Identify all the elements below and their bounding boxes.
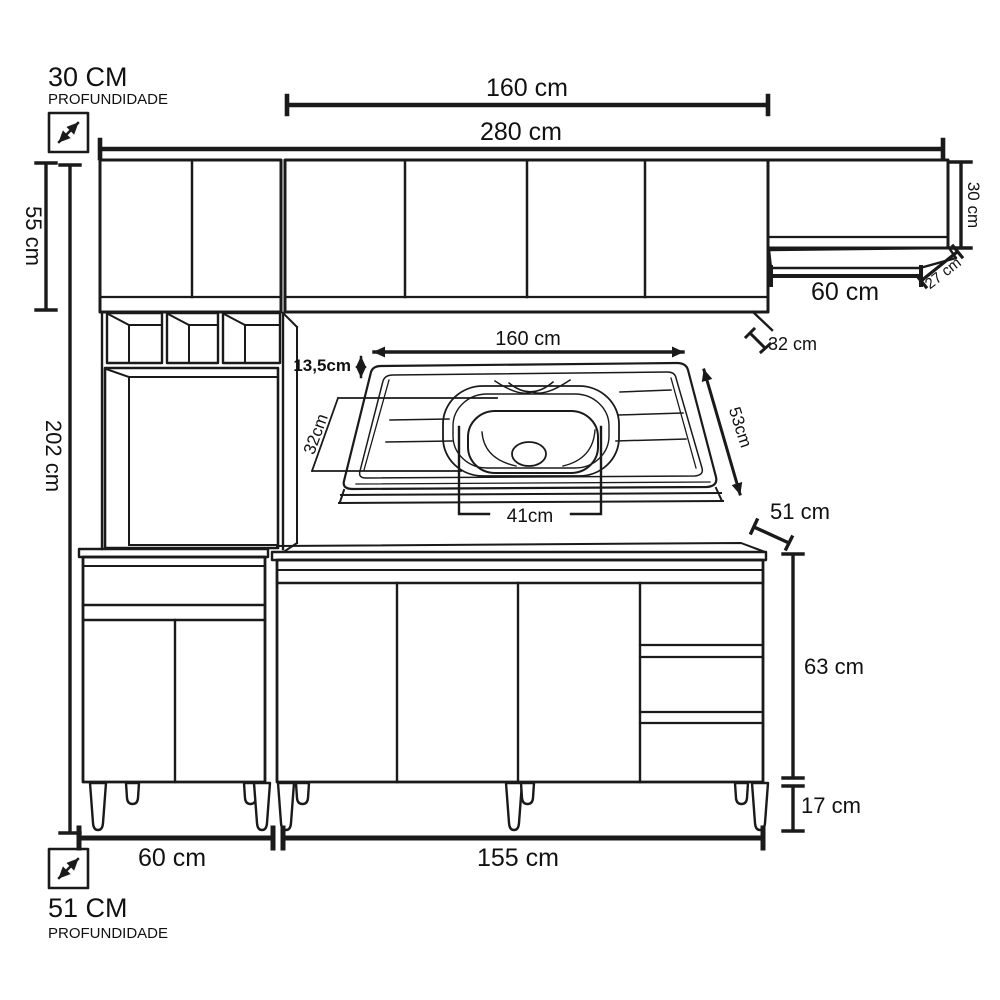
top-depth-value: 30 CM	[48, 62, 128, 92]
drainboard-grooves	[385, 389, 687, 443]
dim-left-base-width: 60 cm	[76, 825, 276, 872]
cabinet-leg	[504, 781, 524, 832]
left-base-drawer-lines	[81, 603, 267, 622]
dim-upper-height-label: 55 cm	[21, 206, 46, 266]
sink-ledge-label: 13,5cm	[293, 356, 351, 375]
top-depth-callout: 30 CM PROFUNDIDADE	[47, 62, 168, 154]
sink-detail-drawing: 160 cm 13,5cm 32cm 53cm 41cm	[293, 328, 755, 527]
dim-counter-depth-label: 51 cm	[770, 499, 830, 524]
cabinet-leg	[519, 781, 536, 806]
base-cabinet-sink	[270, 542, 770, 832]
open-cubby	[165, 311, 220, 365]
dim-sink-base-width: 155 cm	[280, 825, 766, 872]
cabinet-leg	[733, 781, 750, 806]
corner-wall-cabinet	[766, 158, 958, 270]
dim-corner-height-label: 30 cm	[964, 182, 983, 228]
cabinet-leg	[124, 781, 141, 806]
cabinet-leg	[276, 781, 296, 832]
dim-leg-height: 17 cm	[781, 784, 861, 833]
tall-cabinet-upper-section	[98, 158, 283, 314]
faucet-deck-mark	[493, 378, 572, 394]
bowl-width-bracket	[457, 425, 603, 516]
dim-base-height-label: 63 cm	[804, 654, 864, 679]
open-cubby	[105, 311, 164, 365]
sink-countertop-back-edge	[275, 542, 767, 554]
dim-corner-depth: 27 cm	[914, 243, 965, 293]
cabinet-leg	[88, 781, 108, 832]
dim-upper-height: 55 cm	[21, 161, 58, 312]
dim-sink-base-width-label: 155 cm	[477, 844, 559, 872]
tall-cabinet-middle-section	[100, 311, 299, 553]
sink-depth-arrow	[701, 368, 743, 496]
wall-run-door-divisions	[403, 158, 647, 299]
sink-bowl-outer-rim	[442, 385, 620, 477]
bottom-depth-callout: 51 CM PROFUNDIDADE	[47, 847, 168, 942]
depth-arrow-icon	[47, 847, 90, 890]
sink-bowl-depth-label: 32cm	[300, 411, 332, 457]
sink-width-label: 160 cm	[495, 328, 561, 350]
cabinet-leg	[252, 781, 272, 832]
sink-base-door-divisions	[395, 581, 642, 784]
wall-run-corner-edge	[751, 310, 774, 332]
corner-cabinet-underside	[767, 246, 958, 270]
dim-left-base-width-label: 60 cm	[138, 844, 206, 872]
base-cabinet-left	[77, 547, 272, 832]
dim-corner-height: 30 cm	[949, 160, 983, 250]
dim-corner-depth-label: 27 cm	[922, 254, 965, 293]
sink-base-body	[275, 558, 765, 784]
dim-counter-depth: 51 cm	[748, 499, 830, 552]
bowl-depth-projection	[310, 396, 498, 473]
dim-total-width-label: 280 cm	[480, 118, 562, 146]
dim-corner-width: 60 cm	[769, 265, 923, 306]
dim-leg-height-label: 17 cm	[801, 793, 861, 818]
wall-cabinet-run	[283, 158, 774, 332]
sink-drain	[511, 441, 547, 467]
open-cubby	[221, 311, 282, 365]
bottom-depth-value: 51 CM	[48, 893, 128, 923]
open-niche	[103, 366, 280, 550]
sink-top-inner-border	[358, 371, 704, 479]
sink-depth-label: 53cm	[725, 405, 756, 450]
drawer-stack-lines	[638, 643, 765, 725]
dim-upper-depth-label: 32 cm	[768, 334, 817, 354]
dim-base-height: 63 cm	[781, 552, 864, 780]
sink-bowl-width-label: 41cm	[507, 506, 553, 527]
top-depth-label: PROFUNDIDADE	[48, 91, 168, 108]
dim-total-height-label: 202 cm	[41, 420, 66, 492]
sink-front-apron	[337, 486, 725, 505]
dim-upper-run-width: 160 cm	[284, 74, 771, 117]
cabinet-leg	[750, 781, 770, 832]
dim-total-width: 280 cm	[97, 118, 946, 161]
dim-corner-width-label: 60 cm	[811, 278, 879, 306]
sink-bowl-inner	[467, 410, 599, 474]
bottom-depth-label: PROFUNDIDADE	[48, 925, 168, 942]
dim-upper-depth: 32 cm	[743, 326, 817, 355]
dim-upper-run-label: 160 cm	[486, 74, 568, 102]
sink-bowl-mid-rim	[452, 393, 610, 469]
cabinet-leg	[294, 781, 311, 806]
tall-cabinet-side-panel	[281, 311, 299, 553]
depth-arrow-icon	[47, 111, 90, 154]
